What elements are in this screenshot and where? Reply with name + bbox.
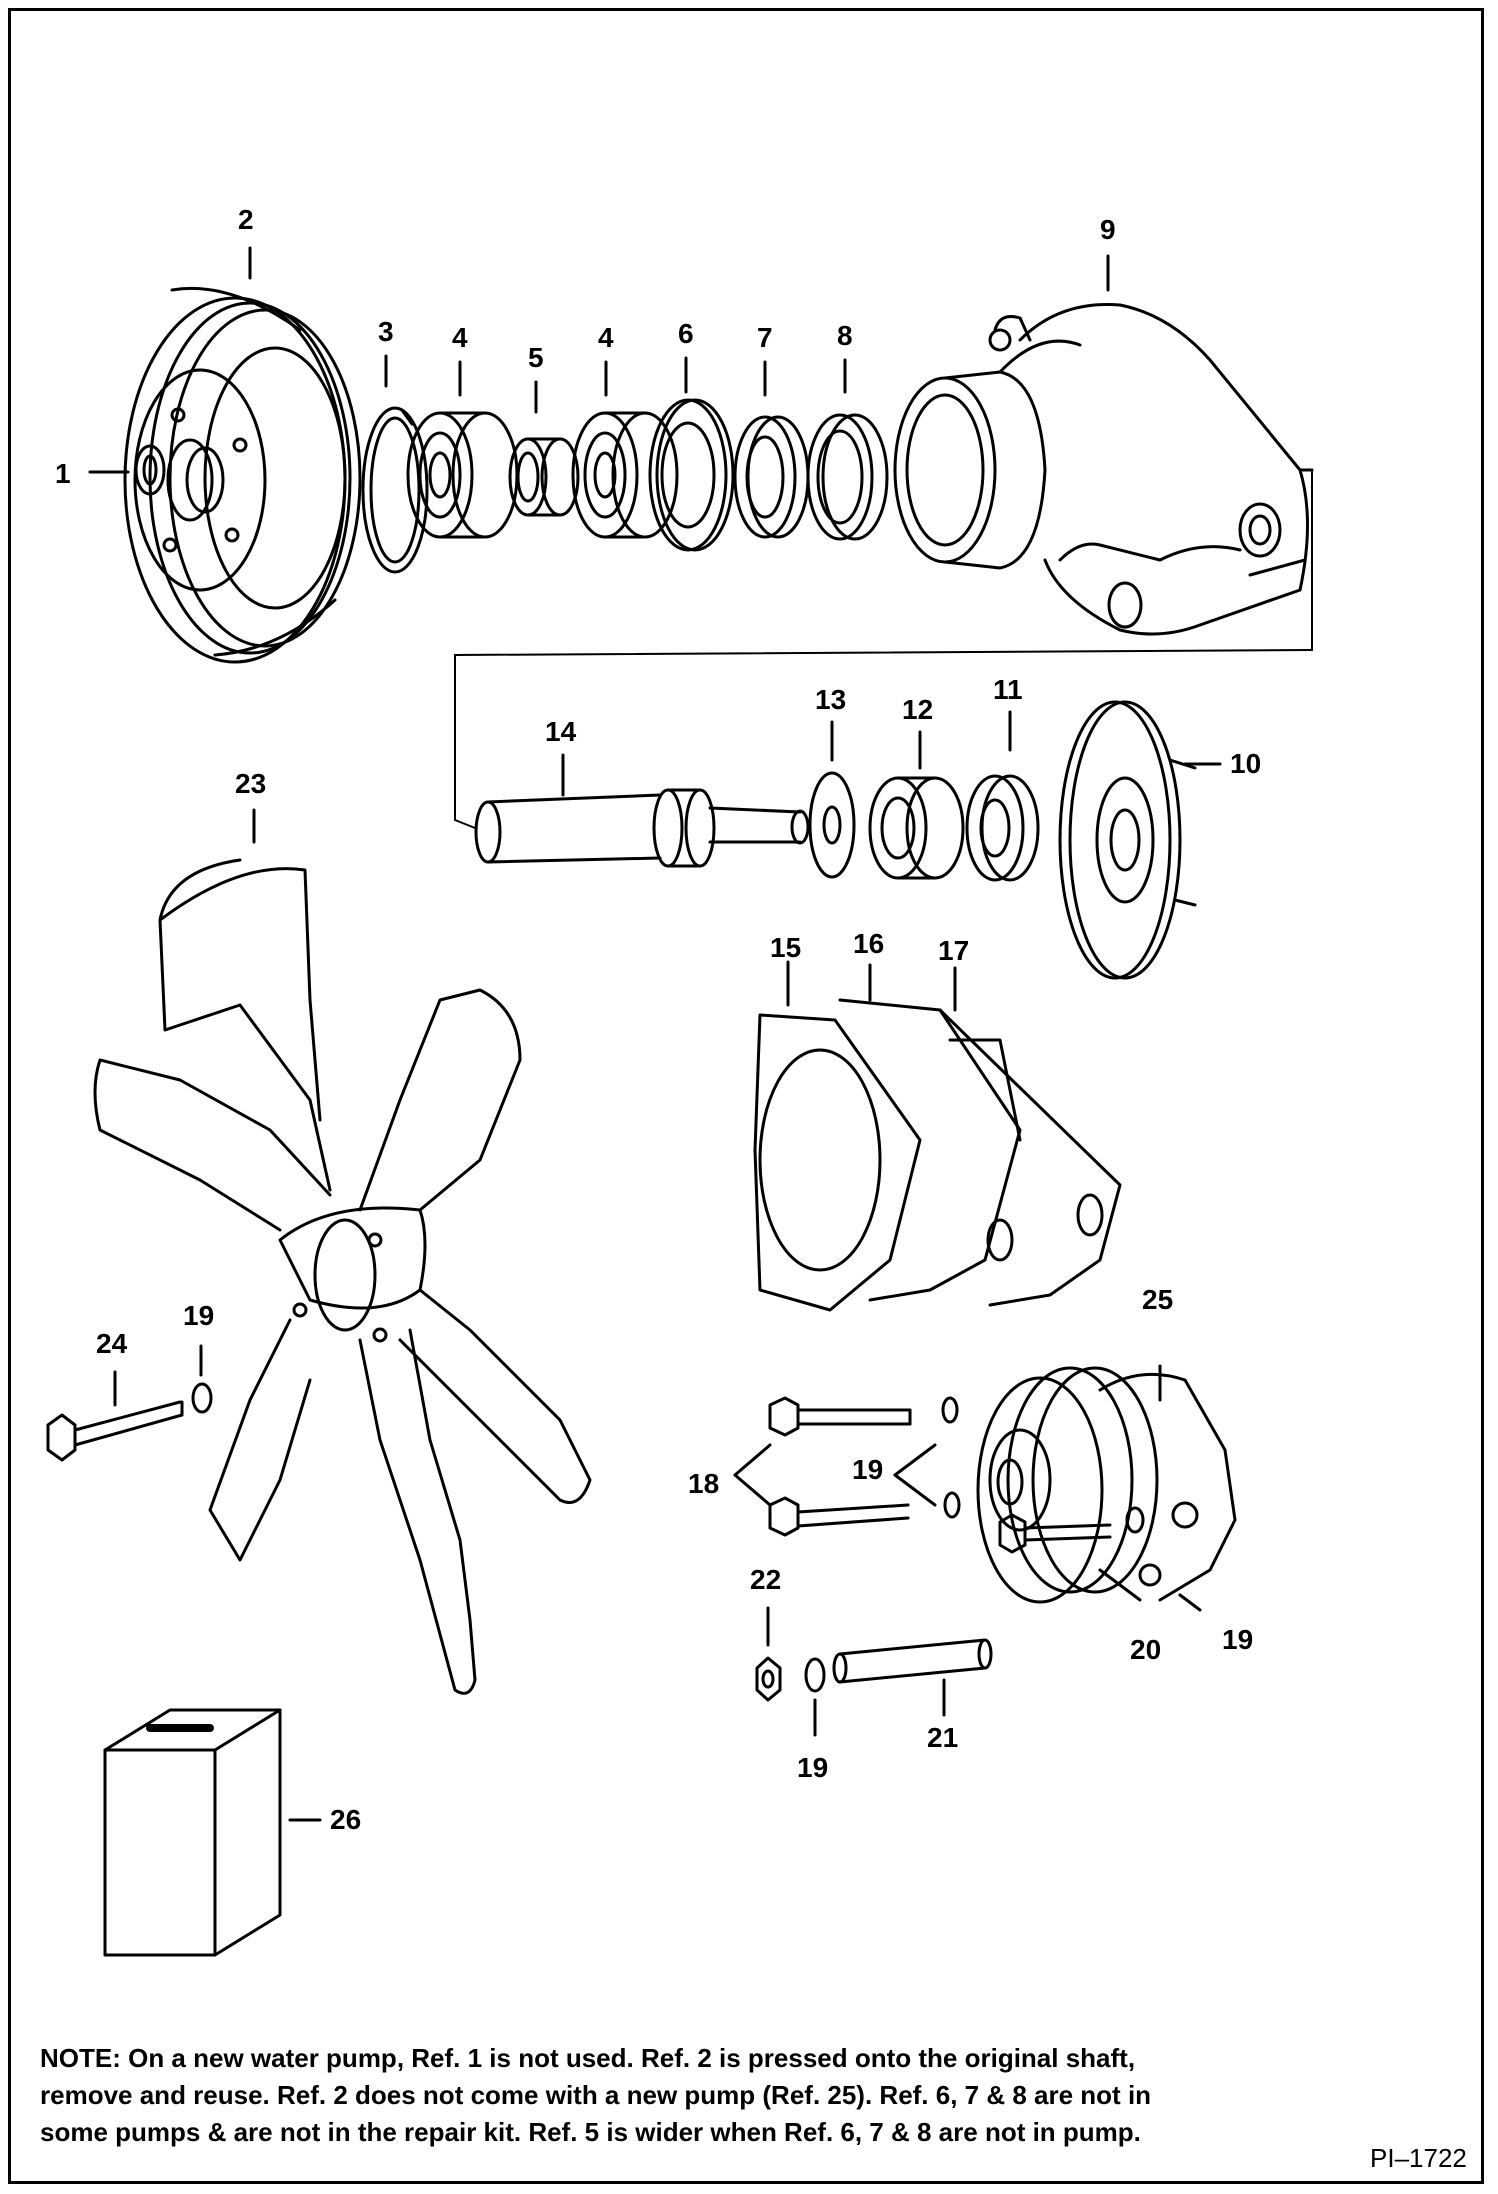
callout-ref-13: 13 <box>815 684 847 715</box>
callout-ref-4a: 4 <box>452 322 468 353</box>
snap-ring-part-3 <box>361 406 429 574</box>
bolt-part-24 <box>46 1400 184 1462</box>
seal-part-12 <box>868 776 965 880</box>
leader-lines <box>88 246 1222 1822</box>
callout-ref-22: 22 <box>750 1564 782 1595</box>
callout-ref-14: 14 <box>545 716 577 747</box>
figure-reference: PI–1722 <box>1370 2143 1467 2173</box>
callout-ref-20: 20 <box>1130 1634 1162 1665</box>
fan-part-23 <box>93 858 592 1695</box>
washer-part-6 <box>648 398 735 552</box>
callout-ref-15: 15 <box>770 932 802 963</box>
callout-ref-26: 26 <box>330 1804 362 1835</box>
diagram-frame <box>8 8 1484 2184</box>
callout-ref-11: 11 <box>993 674 1023 705</box>
callout-ref-19d: 19 <box>797 1752 829 1783</box>
washer-part-13 <box>808 771 856 879</box>
shaft-part-14 <box>474 788 810 868</box>
gaskets-parts-15-16-17 <box>753 998 1122 1312</box>
impeller-part-10 <box>1058 700 1197 980</box>
callout-ref-25: 25 <box>1142 1284 1174 1315</box>
callout-ref-3: 3 <box>378 316 394 347</box>
callout-ref-16: 16 <box>853 928 885 959</box>
callout-ref-10: 10 <box>1230 748 1262 779</box>
lockwasher-part-19d <box>804 1657 826 1693</box>
callout-ref-6: 6 <box>678 318 694 349</box>
stud-part-21 <box>832 1638 993 1684</box>
lockwashers-part-19b <box>941 1396 961 1519</box>
callout-ref-4b: 4 <box>598 322 614 353</box>
callout-ref-17: 17 <box>938 935 970 966</box>
kit-box-part-26 <box>103 1708 282 1957</box>
callout-ref-8: 8 <box>837 320 853 351</box>
callout-ref-12: 12 <box>902 694 934 725</box>
bolts-part-18 <box>768 1396 912 1537</box>
callout-ref-23: 23 <box>235 768 267 799</box>
callout-ref-19c: 19 <box>1222 1624 1254 1655</box>
note-text: NOTE: On a new water pump, Ref. 1 is not… <box>40 2040 1340 2151</box>
seal-part-11 <box>965 774 1040 882</box>
lockwasher-part-19a <box>191 1382 213 1414</box>
callout-ref-1: 1 <box>55 458 71 489</box>
note-line-3: some pumps & are not in the repair kit. … <box>40 2117 1141 2147</box>
callout-ref-24: 24 <box>96 1328 128 1359</box>
bolt-part-20 <box>998 1513 1112 1554</box>
note-line-2: remove and reuse. Ref. 2 does not come w… <box>40 2080 1152 2110</box>
callout-ref-18: 18 <box>688 1468 720 1499</box>
water-pump-part-25 <box>976 1366 1237 1604</box>
nut-part-22 <box>755 1656 782 1702</box>
callout-ref-19a: 19 <box>183 1300 215 1331</box>
note-line-1: NOTE: On a new water pump, Ref. 1 is not… <box>40 2043 1136 2073</box>
callout-ref-7: 7 <box>757 322 773 353</box>
callout-ref-9: 9 <box>1100 214 1116 245</box>
seal-part-8 <box>806 413 889 541</box>
callout-ref-5: 5 <box>528 342 544 373</box>
pulley-part-2 <box>123 286 362 664</box>
callout-ref-19b: 19 <box>852 1454 884 1485</box>
spacer-part-5 <box>508 437 580 517</box>
seal-part-7 <box>733 415 810 539</box>
pump-housing-part-9 <box>893 302 1314 636</box>
callout-ref-2: 2 <box>238 204 254 235</box>
lockwasher-part-19c <box>1125 1506 1145 1534</box>
key-part-1 <box>134 444 166 496</box>
callout-ref-21: 21 <box>927 1722 959 1753</box>
bearing-part-4b <box>571 411 679 539</box>
alignment-lines <box>454 469 1313 829</box>
